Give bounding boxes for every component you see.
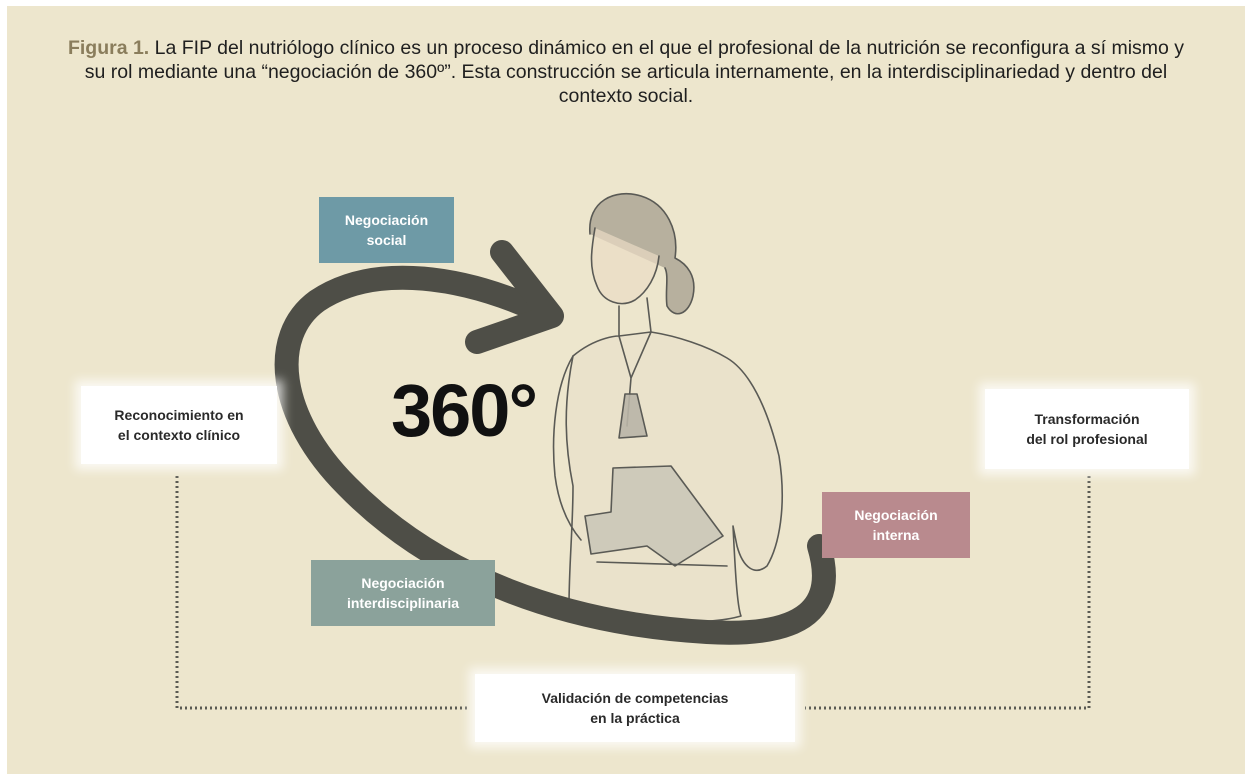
- figure-panel: Figura 1. La FIP del nutriólogo clínico …: [7, 6, 1245, 774]
- face: [590, 227, 660, 305]
- right-connector-line: [805, 476, 1091, 710]
- box-negociacion-interdisciplinaria: Negociación interdisciplinaria: [311, 560, 495, 626]
- arrow-arc: [274, 265, 836, 645]
- neck: [618, 297, 652, 337]
- box-negociacion-interna: Negociación interna: [822, 492, 970, 558]
- clipboard-clip: [618, 393, 648, 439]
- nurse-illustration: [552, 192, 784, 623]
- figure-caption: Figura 1. La FIP del nutriólogo clínico …: [67, 36, 1185, 108]
- rotation-degrees-label: 360°: [391, 369, 538, 452]
- diagram-graphic: [175, 192, 1091, 710]
- caption-label: Figura 1.: [67, 37, 150, 59]
- arrow-head: [465, 240, 564, 354]
- clipboard: [584, 465, 724, 567]
- caption-text: La FIP del nutriólogo clínico es un proc…: [84, 37, 1185, 107]
- left-connector-line: [175, 476, 467, 710]
- dotted-connectors: [175, 476, 1091, 710]
- rotation-arrow: [274, 240, 836, 645]
- box-negociacion-social: Negociación social: [319, 197, 454, 263]
- box-validacion: Validación de competencias en la práctic…: [475, 674, 795, 742]
- box-reconocimiento: Reconocimiento en el contexto clínico: [81, 386, 277, 464]
- pocket: [596, 561, 728, 567]
- left-arm: [552, 355, 582, 541]
- box-transformacion: Transformación del rol profesional: [985, 389, 1189, 469]
